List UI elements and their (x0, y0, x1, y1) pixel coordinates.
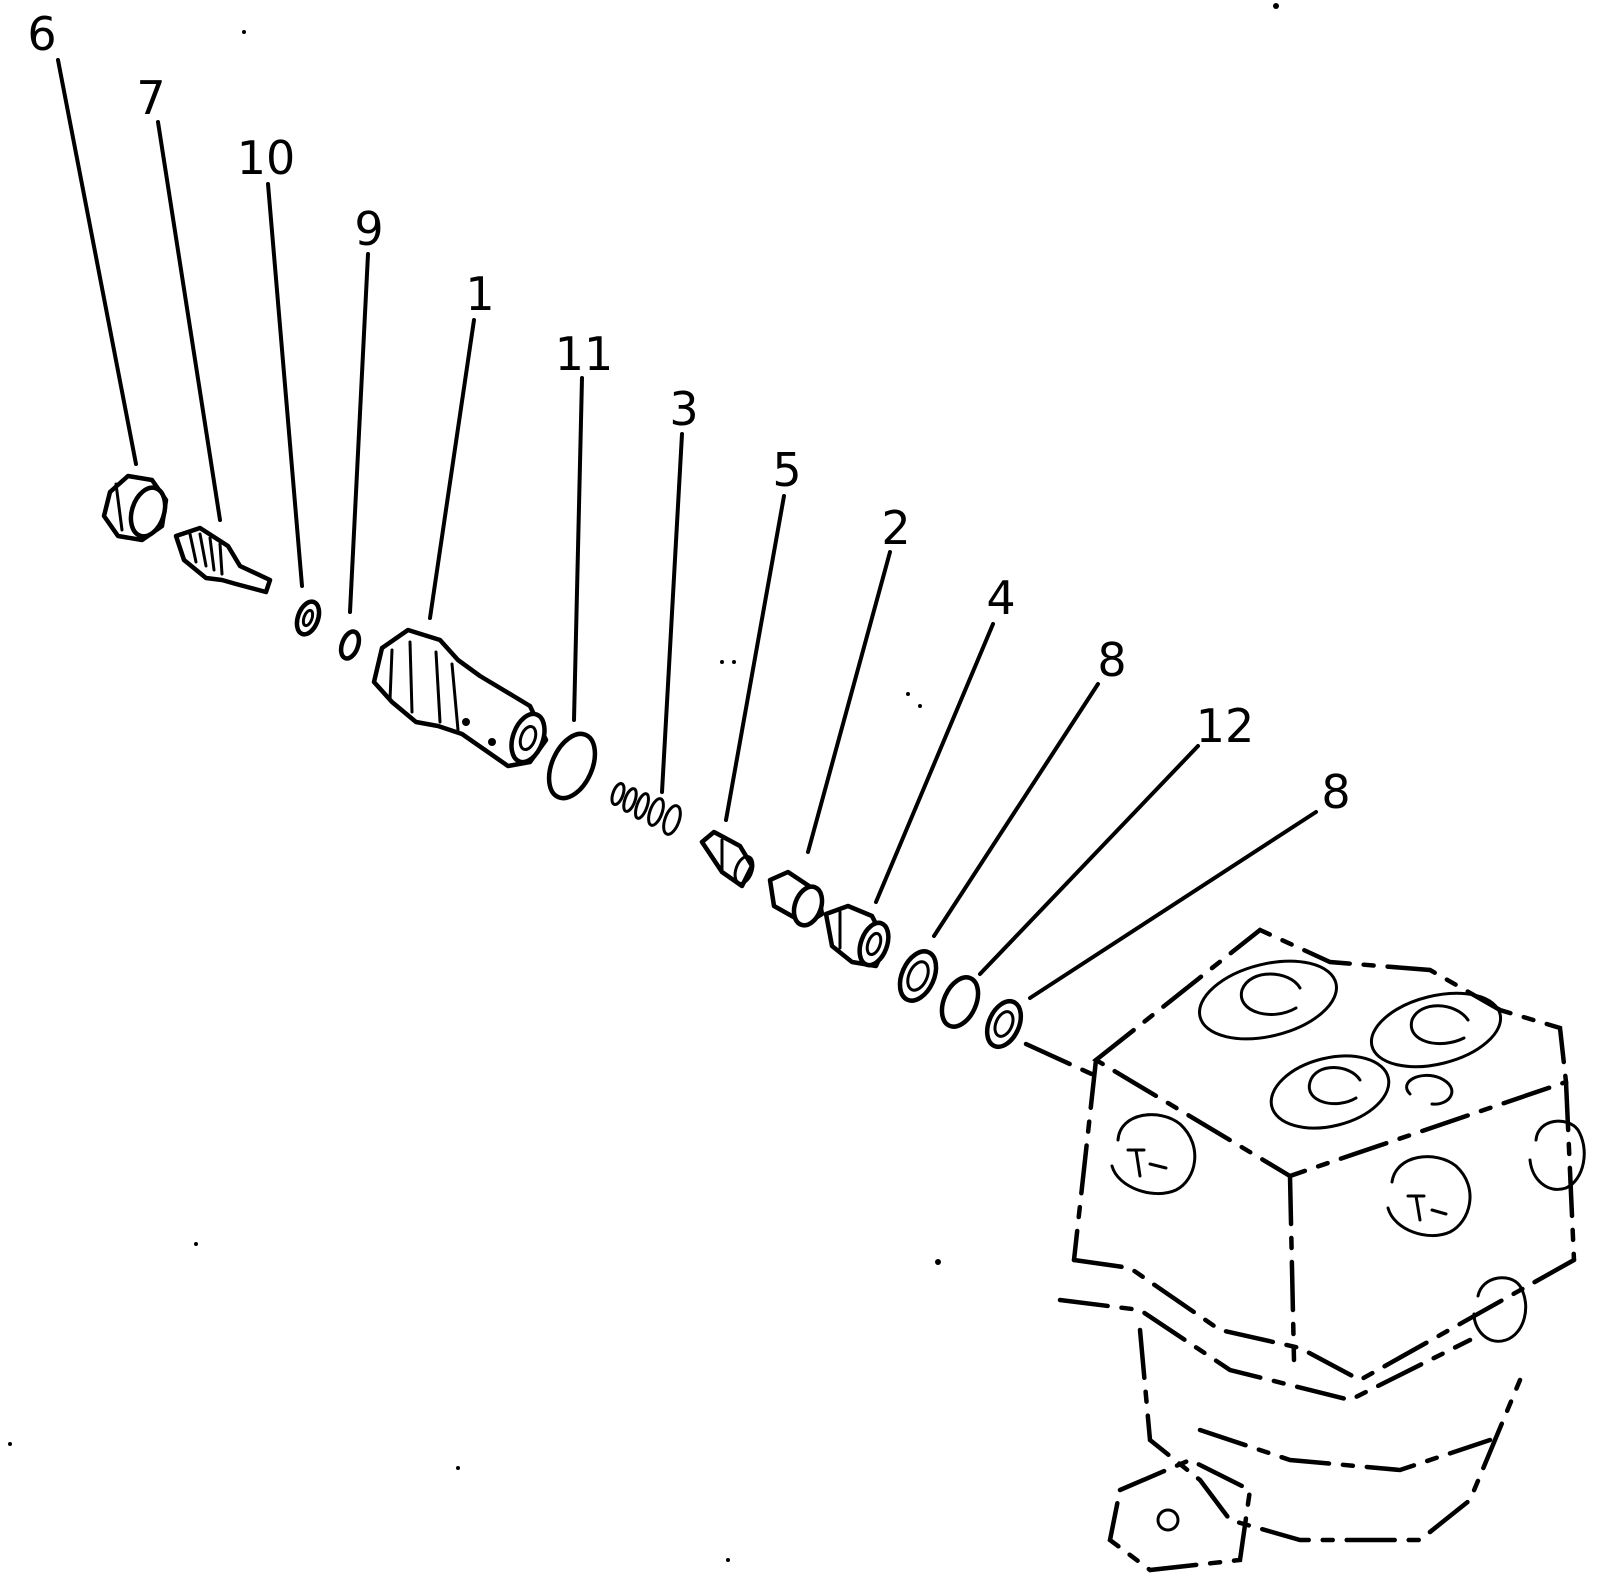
callout-4: 4 (986, 571, 1015, 625)
part-9-o-ring (338, 629, 362, 661)
part-3-spring (610, 782, 682, 836)
part-6-hex-nut (101, 473, 169, 543)
callout-6: 6 (27, 7, 56, 61)
callout-12: 12 (1196, 699, 1255, 753)
callout-1: 1 (465, 267, 494, 321)
part-11-o-ring (546, 731, 598, 801)
part-7-adjusting-screw (173, 525, 273, 595)
callout-8-lower: 8 (1321, 765, 1350, 819)
part-8-backup-ring-upper (897, 949, 939, 1003)
scan-specks (8, 3, 1279, 1562)
part-5-poppet (699, 829, 755, 889)
callout-10: 10 (237, 131, 296, 185)
part-4-seat (823, 903, 891, 969)
callout-8-upper: 8 (1097, 633, 1126, 687)
callout-7: 7 (136, 71, 165, 125)
pump-housing-phantom (1023, 927, 1586, 1573)
callout-5: 5 (772, 443, 801, 497)
callout-2: 2 (881, 501, 910, 555)
callout-3: 3 (669, 382, 698, 436)
callout-11: 11 (555, 327, 614, 381)
part-8-backup-ring-lower (984, 998, 1024, 1050)
part-10-washer (294, 599, 322, 637)
part-1-valve-body (371, 627, 549, 769)
part-12-o-ring (939, 975, 981, 1029)
leader-lines (56, 58, 1318, 1000)
callout-9: 9 (354, 202, 383, 256)
part-2-piston (767, 869, 825, 928)
